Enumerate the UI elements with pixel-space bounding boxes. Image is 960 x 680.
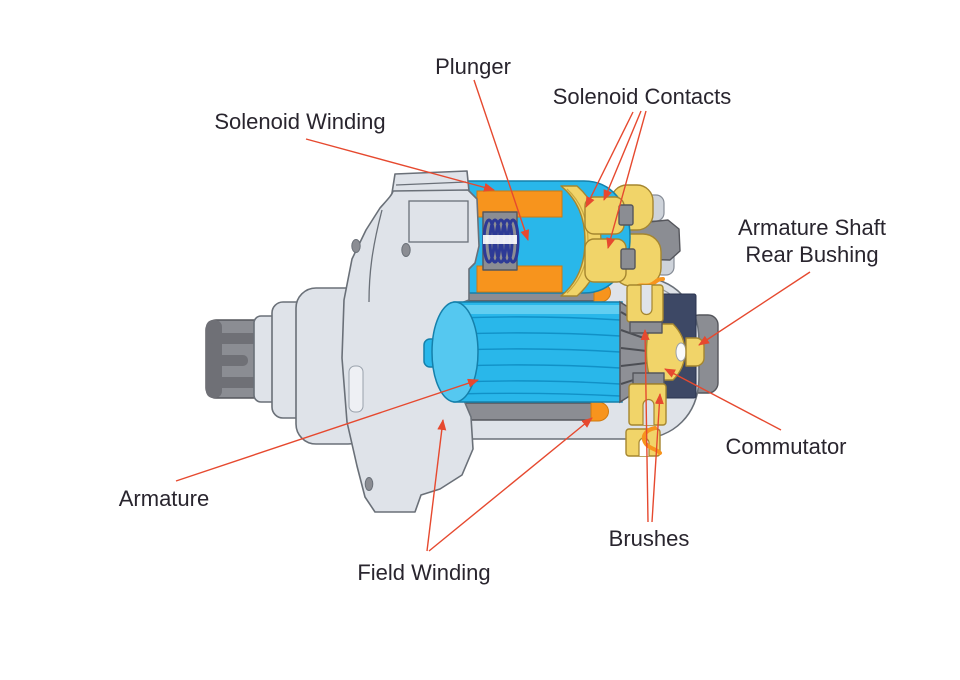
solenoid-contacts-arrow-3 bbox=[606, 110, 647, 249]
spline-groove bbox=[208, 355, 248, 366]
armature-arrow bbox=[175, 378, 479, 482]
field-winding-arrow-2 bbox=[428, 417, 593, 552]
contact-post-bottom bbox=[620, 248, 636, 270]
armature bbox=[423, 300, 658, 404]
solenoid-contact-top bbox=[584, 196, 625, 235]
brushes-arrow-2 bbox=[651, 393, 664, 523]
armature-front-cap bbox=[431, 301, 479, 403]
bolt-hole bbox=[401, 243, 411, 257]
field-winding-label: Field Winding bbox=[357, 560, 490, 585]
brushes-label: Brushes bbox=[609, 526, 690, 551]
brush-bottom-slot bbox=[642, 398, 655, 425]
tab-ridge-line bbox=[395, 181, 467, 186]
spline-groove bbox=[208, 333, 260, 344]
commutator-label: Commutator bbox=[725, 434, 846, 459]
commutator-shape bbox=[645, 323, 686, 381]
armature-label: Armature bbox=[119, 486, 209, 511]
field-core-bottom bbox=[450, 402, 594, 421]
contact-post-top bbox=[618, 204, 634, 226]
plunger-arrow bbox=[473, 79, 530, 241]
commutator-arrow bbox=[664, 368, 782, 431]
field-winding-arrow-1 bbox=[426, 419, 447, 552]
foot-bolt-hole bbox=[364, 477, 374, 491]
spring-gap-highlight bbox=[483, 235, 517, 244]
armature-shaft-rear-bushing-label-line1: Armature Shaft bbox=[738, 215, 886, 240]
labels: Plunger Solenoid Contacts Solenoid Windi… bbox=[119, 54, 886, 585]
solenoid-contacts-label: Solenoid Contacts bbox=[553, 84, 732, 109]
bolt-hole bbox=[351, 239, 361, 253]
field-coil-end-bottom-right bbox=[590, 401, 609, 422]
plunger-label: Plunger bbox=[435, 54, 511, 79]
rear-bushing bbox=[685, 337, 705, 367]
solenoid-winding-label: Solenoid Winding bbox=[214, 109, 385, 134]
spline-groove bbox=[208, 377, 260, 388]
solenoid-contact-bottom bbox=[584, 238, 627, 283]
armature-core bbox=[453, 301, 623, 403]
solenoid bbox=[463, 180, 681, 297]
solenoid-winding-arrow bbox=[305, 138, 495, 192]
solenoid-contacts-arrow-1 bbox=[585, 111, 634, 208]
shaft-end-face bbox=[675, 342, 687, 362]
drive-end-housing bbox=[253, 170, 480, 513]
bracket-slot bbox=[348, 365, 364, 413]
bracket-fold-line bbox=[368, 209, 383, 303]
bracket-panel bbox=[408, 200, 469, 243]
leader-arrows bbox=[175, 79, 811, 552]
armature-shaft-rear-bushing-label-line2: Rear Bushing bbox=[745, 242, 878, 267]
rear-bushing-arrow bbox=[698, 271, 811, 346]
brush-top-slot bbox=[640, 285, 653, 316]
solenoid-contacts-arrow-2 bbox=[603, 110, 642, 201]
brush-holder-bottom bbox=[632, 372, 665, 385]
brushes-arrow-1 bbox=[640, 329, 650, 523]
armature-highlight bbox=[456, 305, 620, 314]
brush-holder-top bbox=[629, 321, 663, 334]
